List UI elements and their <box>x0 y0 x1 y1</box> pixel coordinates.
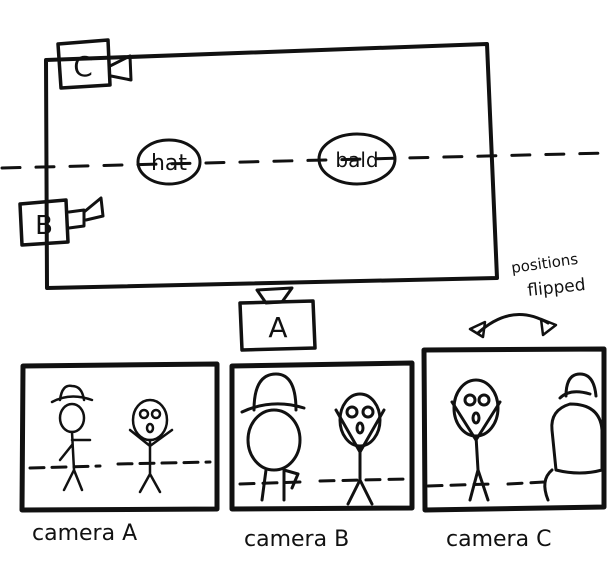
camera-c-label: C <box>73 50 93 83</box>
camera-a-icon <box>238 286 317 352</box>
panel-camera-a-label: camera A <box>32 521 137 546</box>
panel-camera-c-frame <box>421 346 607 513</box>
panel-camera-b-label: camera B <box>244 527 349 552</box>
panel-camera-b-frame <box>229 360 415 512</box>
camera-b-label: B <box>35 211 53 241</box>
flip-arrow-icon <box>468 313 558 339</box>
stage-box <box>44 42 499 290</box>
camera-a-label: A <box>268 311 287 344</box>
actor-hat-label: hat <box>151 151 187 176</box>
panel-camera-c-label: camera C <box>446 527 551 552</box>
note-line-2: flipped <box>526 275 586 301</box>
panel-a-scene <box>28 384 212 494</box>
panel-camera-a-frame <box>19 361 220 513</box>
camera-c-icon <box>56 38 133 90</box>
note-line-1: positions <box>510 250 579 277</box>
panel-c-scene <box>426 372 604 502</box>
actor-bald-oval <box>317 132 397 186</box>
actor-bald-label: bald <box>335 148 378 172</box>
camera-b-icon <box>18 196 105 247</box>
actor-hat-oval <box>136 138 202 186</box>
panel-b-scene <box>238 372 408 506</box>
axis-line <box>0 151 609 170</box>
